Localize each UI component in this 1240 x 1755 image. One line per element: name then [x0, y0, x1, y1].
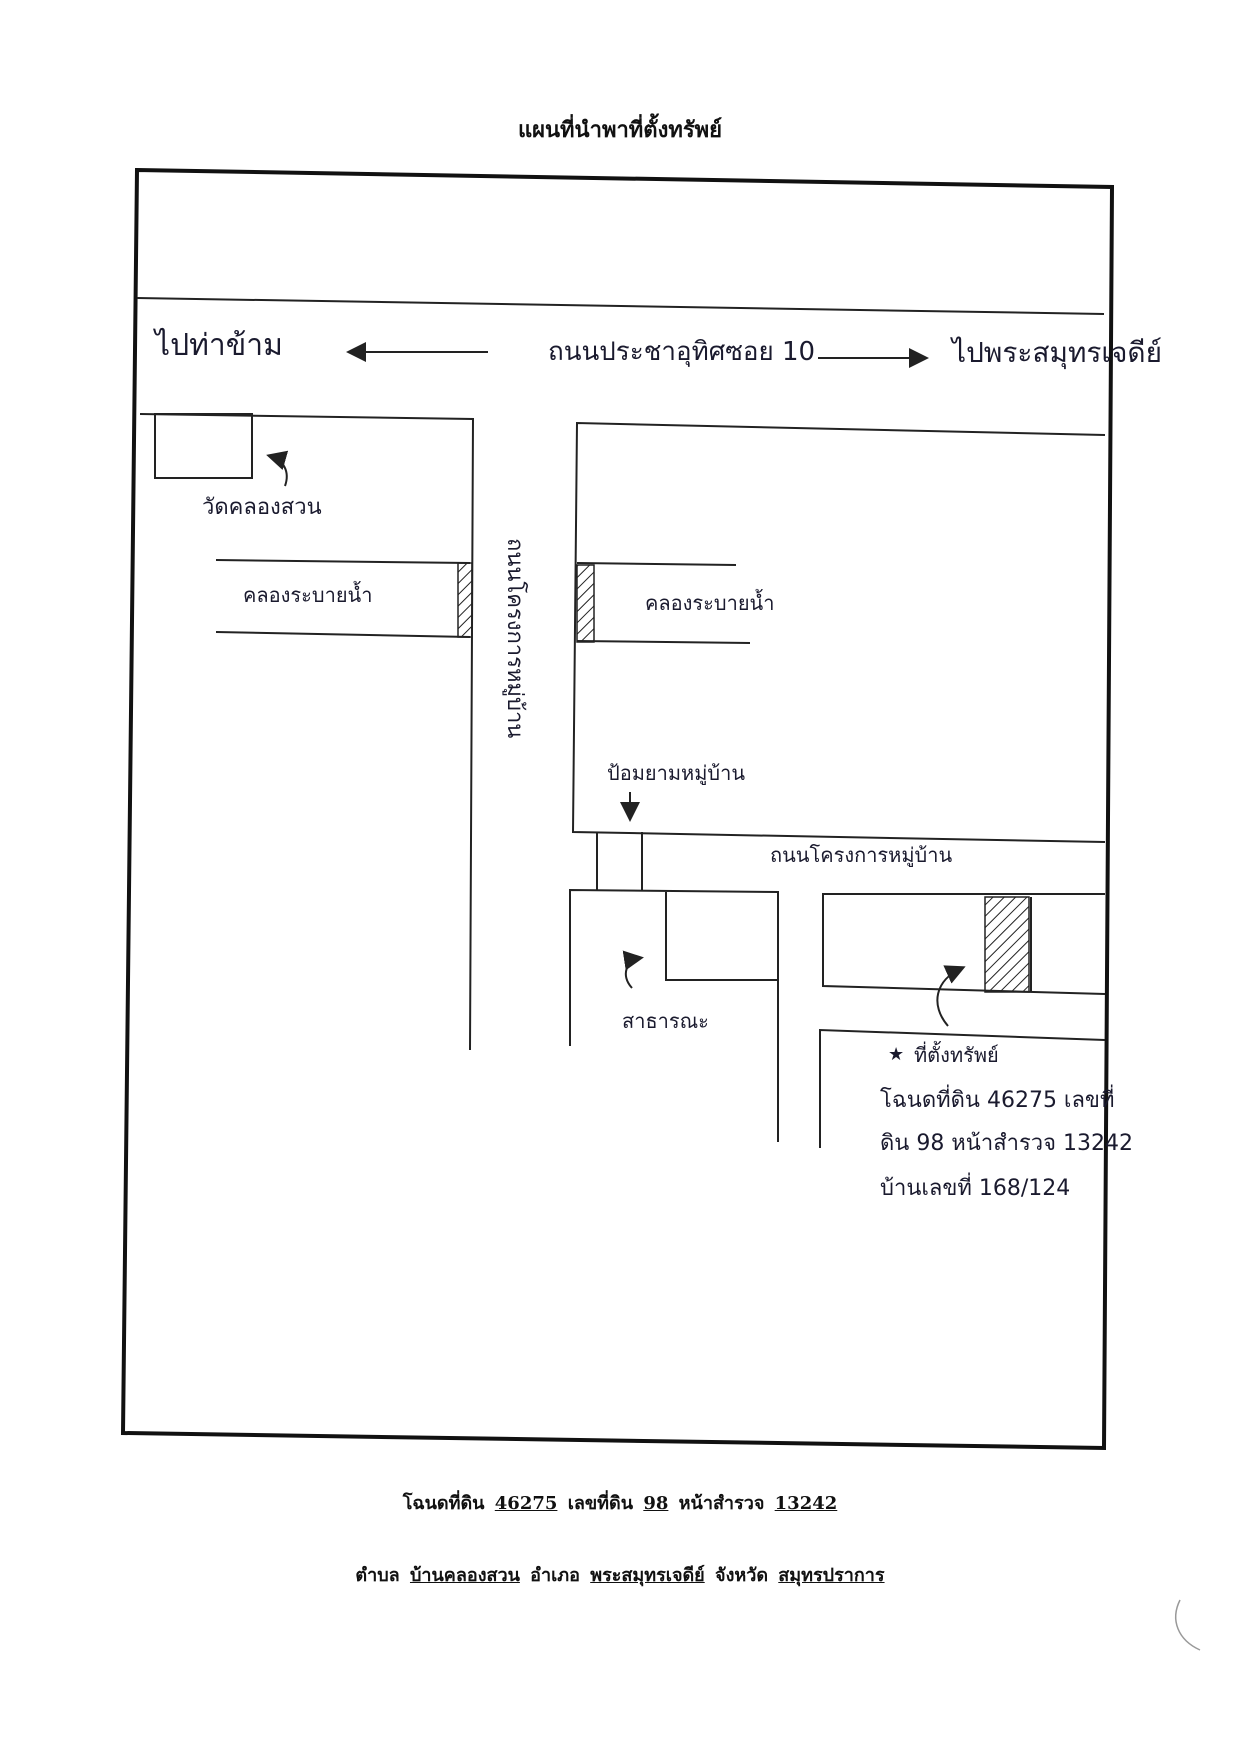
main-road-label: ถนนประชาอุทิศซอย 10: [548, 337, 815, 367]
guard-post-label: ป้อมยามหมู่บ้าน: [607, 761, 745, 786]
deed-summary-line: โฉนดที่ดิน 46275 เลขที่ดิน 98 หน้าสำรวจ …: [0, 1488, 1240, 1517]
vertical-road-label: ถนนโครงการหมู่บ้าน: [502, 538, 528, 738]
property-row-upper: [822, 893, 1106, 995]
district-name: พระสมุทรเจดีย์: [590, 1565, 705, 1586]
to-west-label: ไปท่าข้าม: [153, 327, 283, 363]
property-plot: [984, 896, 1030, 993]
deed-line-2: ดิน 98 หน้าสำรวจ 13242: [880, 1131, 1133, 1156]
page-title: แผนที่นำพาที่ตั้งทรัพย์: [517, 117, 723, 143]
property-label: ที่ตั้งทรัพย์: [914, 1041, 999, 1067]
map-frame: [120, 167, 1115, 1451]
left-canal-label: คลองระบายน้ำ: [243, 581, 372, 607]
survey-number: 13242: [774, 1493, 838, 1514]
house-number: บ้านเลขที่ 168/124: [880, 1172, 1070, 1201]
property-row-lower: [819, 1028, 1106, 1148]
public-area-inner: [665, 892, 778, 981]
temple-label: วัดคลองสวน: [202, 495, 322, 520]
temple-building: [154, 413, 253, 479]
deed-number: 46275: [494, 1493, 558, 1514]
public-pointer-arrow: [622, 950, 644, 989]
public-area-block: [569, 888, 779, 1142]
right-canal-culvert: [576, 564, 595, 643]
subdistrict-label: ตำบล: [355, 1565, 400, 1586]
village-road-label: ถนนโครงการหมู่บ้าน: [770, 843, 952, 868]
left-canal-bottom: [215, 631, 471, 638]
deed-label: โฉนดที่ดิน: [402, 1493, 485, 1514]
right-canal-top: [576, 562, 737, 566]
location-summary-line: ตำบล บ้านคลองสวน อำเภอ พระสมุทรเจดีย์ จั…: [0, 1560, 1240, 1589]
land-label: เลขที่ดิน: [567, 1493, 634, 1514]
public-area-label: สาธารณะ: [622, 1009, 709, 1033]
to-east-label: ไปพระสมุทรเจดีย์: [950, 336, 1162, 370]
property-pointer-arrow: [936, 965, 966, 1027]
subdistrict-name: บ้านคลองสวน: [409, 1565, 520, 1586]
district-label: อำเภอ: [530, 1565, 580, 1586]
province-name: สมุทรปราการ: [778, 1565, 885, 1586]
right-block-top: [571, 421, 1106, 843]
left-canal-top: [215, 559, 471, 564]
page-curl-mark: [1175, 1599, 1201, 1651]
temple-pointer-arrow: [266, 450, 289, 487]
left-canal-culvert: [457, 562, 473, 638]
property-marker: ★: [888, 1044, 904, 1065]
survey-label: หน้าสำรวจ: [678, 1493, 765, 1514]
right-canal-label: คลองระบายน้ำ: [645, 589, 774, 615]
deed-line-1: โฉนดที่ดิน 46275 เลขที่: [880, 1084, 1114, 1113]
right-canal-bottom: [576, 640, 751, 644]
main-road-edge: [136, 297, 1105, 315]
province-label: จังหวัด: [715, 1565, 769, 1586]
land-number: 98: [643, 1493, 669, 1514]
